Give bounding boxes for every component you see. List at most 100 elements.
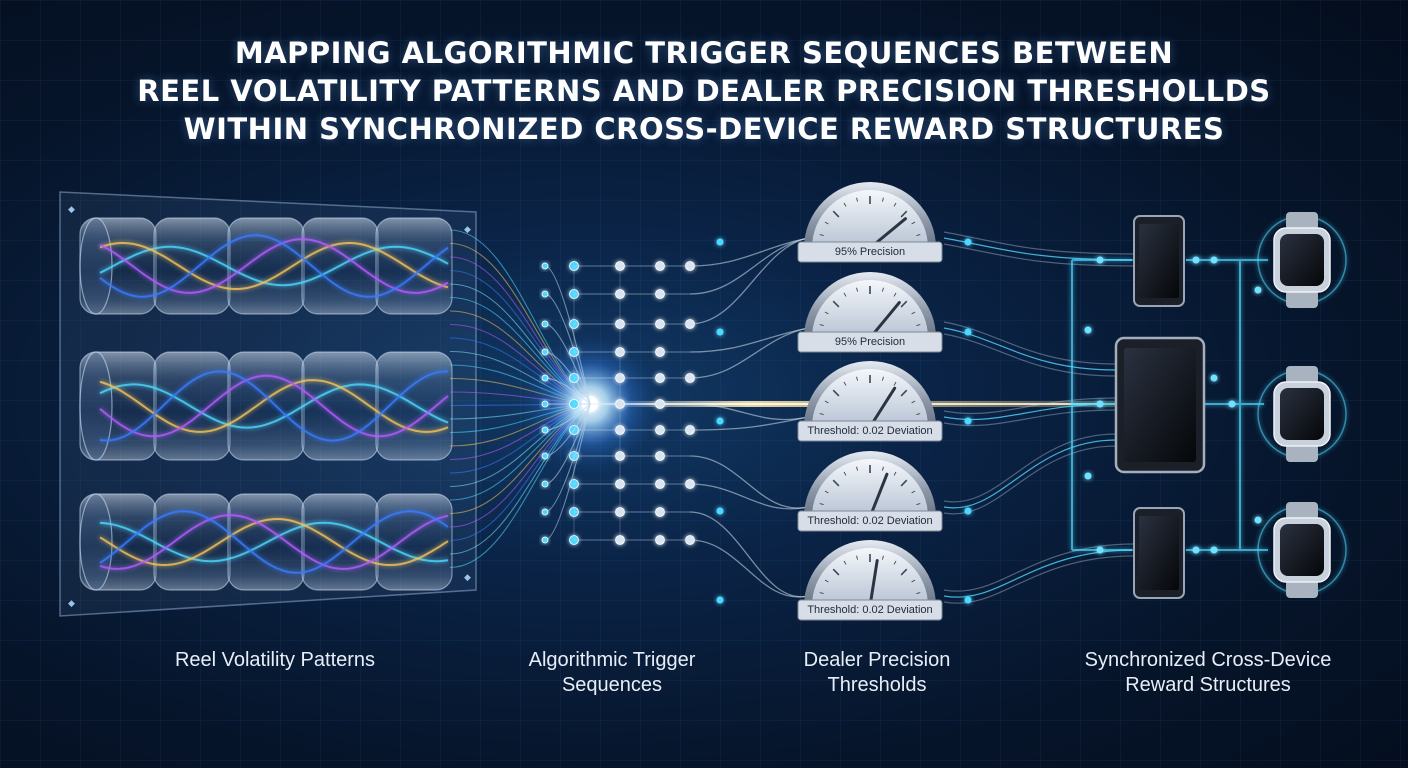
trigger-node [569, 535, 579, 545]
trigger-node [541, 320, 549, 328]
column-label-dealer: Dealer Precision Thresholds [727, 648, 1027, 698]
wire-junction-dot [964, 596, 972, 604]
device-feed-wire [943, 327, 1117, 371]
wire-junction-dot [964, 328, 972, 336]
gauge-label-3: Threshold: 0.02 Deviation [807, 425, 933, 437]
device-feed-wire [943, 243, 1135, 267]
diagram-title: MAPPING ALGORITHMIC TRIGGER SEQUENCES BE… [0, 34, 1408, 148]
wire-junction-dot [716, 328, 724, 336]
smartwatch-icon [1257, 366, 1347, 462]
gauge-feed-wire [689, 455, 809, 509]
trigger-node [615, 319, 625, 329]
column-label-trigger-line-2: Sequences [561, 674, 663, 696]
device-junction-dot [1210, 256, 1218, 264]
device-junction-dots [1084, 256, 1262, 554]
device-feed-wire [943, 333, 1117, 377]
device-junction-dot [1254, 516, 1262, 524]
gauge-needle [868, 559, 879, 608]
device-feed-wire [943, 397, 1117, 415]
gauge-meter-icon [797, 451, 943, 532]
device-feed-wire [943, 555, 1135, 604]
trigger-node [655, 535, 665, 545]
trigger-node [655, 399, 665, 409]
trigger-node [541, 508, 549, 516]
reel-cylinder-icon [79, 351, 453, 461]
gauge-label-5: Threshold: 0.02 Deviation [807, 604, 933, 616]
gauge-feed-wire [689, 403, 809, 421]
device-junction-dot [1254, 286, 1262, 294]
trigger-node [569, 261, 579, 271]
panel-corner-marker: ◆ [68, 598, 75, 608]
device-junction-dot [1192, 256, 1200, 264]
panel-corner-marker: ◆ [68, 204, 75, 214]
trigger-node [569, 507, 579, 517]
trigger-node [615, 373, 625, 383]
panel-corner-marker: ◆ [464, 224, 471, 234]
gauge-feed-wire [689, 327, 809, 379]
wire-junction-dot [716, 596, 724, 604]
trigger-node [615, 289, 625, 299]
device-junction-dot [1096, 546, 1104, 554]
precision-gauges [797, 182, 943, 621]
device-feed-wire [943, 433, 1117, 503]
title-line-3: WITHIN SYNCHRONIZED CROSS-DEVICE REWARD … [183, 112, 1225, 146]
device-junction-dot [1192, 546, 1200, 554]
device-junction-dot [1096, 256, 1104, 264]
node-link [544, 403, 591, 513]
trigger-node [615, 535, 625, 545]
gauge-label-2: 95% Precision [834, 336, 906, 348]
smartwatch-group [1257, 212, 1347, 598]
column-label-reel: Reel Volatility Patterns [125, 648, 425, 673]
trigger-node [541, 480, 549, 488]
panel-corner-marker: ◆ [464, 572, 471, 582]
device-junction-dot [1210, 374, 1218, 382]
trigger-node [541, 536, 549, 544]
device-junction-dot [1228, 400, 1236, 408]
column-label-trigger: Algorithmic Trigger Sequences [462, 648, 762, 698]
column-label-devices-line-1: Synchronized Cross-Device [1084, 649, 1332, 671]
trigger-node [655, 425, 665, 435]
trigger-node [569, 399, 579, 409]
column-label-dealer-line-2: Thresholds [827, 674, 927, 696]
trigger-node [615, 261, 625, 271]
gauge-feed-wire [689, 327, 809, 353]
gauge-label-plate [797, 331, 943, 353]
gauge-feed-wire [689, 237, 809, 267]
trigger-node [615, 451, 625, 461]
column-label-devices-line-2: Reward Structures [1125, 674, 1291, 696]
device-feed-wire [943, 543, 1135, 592]
trigger-node [541, 400, 549, 408]
gauge-label-plate [797, 420, 943, 442]
trigger-node [655, 451, 665, 461]
trigger-node [569, 373, 579, 383]
wire-junction-dot [716, 507, 724, 515]
device-feed-wire [943, 409, 1117, 427]
gauge-meter-icon [797, 272, 943, 353]
trigger-node [615, 479, 625, 489]
device-junction-dot [1084, 326, 1092, 334]
column-label-trigger-line-1: Algorithmic Trigger [528, 649, 696, 671]
trigger-node [655, 373, 665, 383]
wire-junction-dot [964, 417, 972, 425]
gauge-feed-wire [689, 237, 809, 325]
device-feed-wire [943, 445, 1117, 515]
wire-junction-dot [964, 507, 972, 515]
trigger-node [541, 452, 549, 460]
trigger-node [655, 289, 665, 299]
trigger-node [655, 319, 665, 329]
gauge-label-plate [797, 599, 943, 621]
trigger-node [615, 507, 625, 517]
trigger-node [655, 347, 665, 357]
trigger-node [655, 261, 665, 271]
smartwatch-icon [1257, 502, 1347, 598]
device-cluster [1071, 212, 1347, 599]
wire-junction-dot [716, 417, 724, 425]
trigger-node [541, 262, 549, 270]
device-junction-dot [1096, 400, 1104, 408]
reel-cylinder-icon [79, 217, 453, 315]
trigger-node [541, 374, 549, 382]
device-feed-wire [943, 439, 1117, 509]
reel-cylinders [79, 217, 453, 591]
